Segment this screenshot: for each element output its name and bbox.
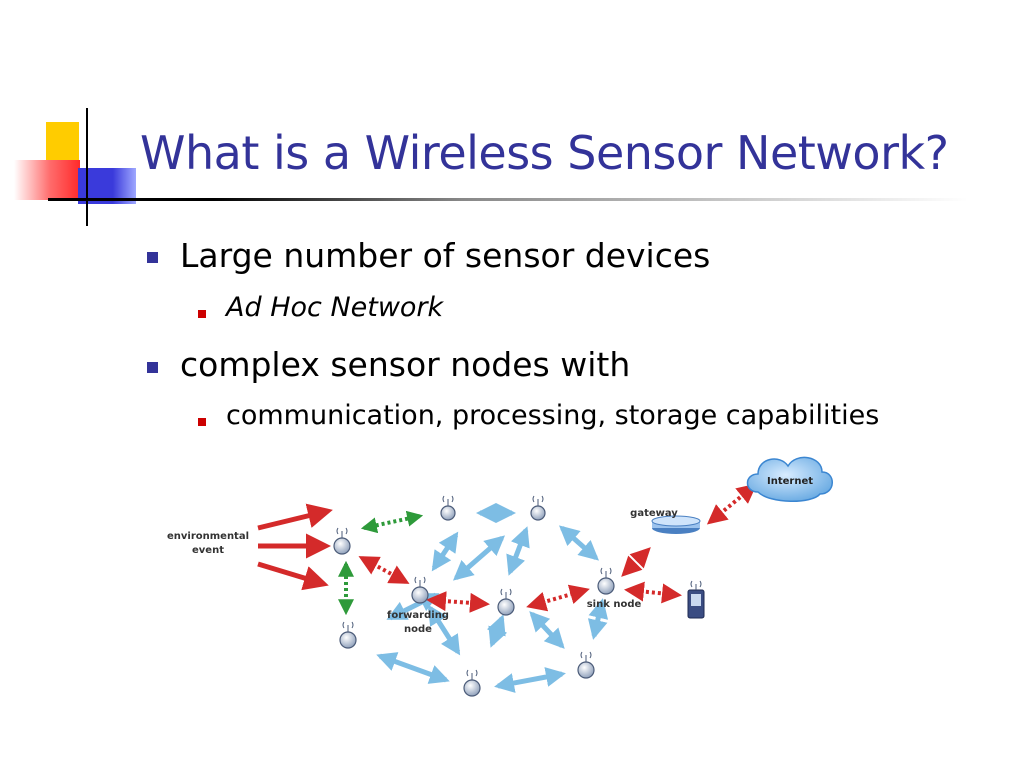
sub-bullet-text: Ad Hoc Network — [226, 292, 444, 323]
deco-yellow-square — [46, 122, 79, 162]
sensor-node — [463, 669, 481, 697]
slide-title: What is a Wireless Sensor Network? — [140, 126, 949, 180]
forwarding-node-label: forwarding — [387, 610, 449, 621]
sensor-node — [333, 527, 351, 555]
handheld-device — [687, 580, 705, 619]
sub-bullet-text: communication, processing, storage capab… — [226, 400, 880, 431]
sink-node-label: sink node — [587, 599, 642, 610]
forwarding-node — [411, 576, 429, 604]
sensor-node — [497, 588, 515, 616]
title-underline — [48, 198, 968, 201]
sensor-node — [530, 495, 546, 521]
environmental-event-label-2: event — [192, 545, 224, 556]
sensor-node — [339, 621, 357, 649]
sub-bullet-marker — [198, 310, 206, 318]
bullet-marker — [147, 252, 158, 263]
sink-node — [597, 567, 615, 595]
sensor-network-diagram: environmental event forwarding node sink… — [167, 456, 833, 697]
sensor-nodes — [333, 495, 615, 697]
environmental-event-label: environmental — [167, 531, 249, 542]
deco-red-gradient-bar — [14, 160, 80, 200]
internet-cloud — [746, 456, 833, 502]
deco-vertical-line — [86, 108, 88, 226]
event-arrows — [257, 503, 333, 591]
green-links — [338, 510, 424, 616]
gateway-device — [651, 515, 701, 534]
bullet-text: Large number of sensor devices — [180, 236, 711, 275]
gateway-label: gateway — [630, 508, 678, 519]
bullet-marker — [147, 362, 158, 373]
sensor-node — [577, 651, 595, 679]
bullet-text: complex sensor nodes with — [180, 345, 631, 384]
multi-hop-links — [376, 503, 609, 693]
gateway-links — [358, 483, 758, 613]
sensor-node — [440, 495, 456, 521]
forwarding-node-label-2: node — [404, 624, 432, 635]
sub-bullet-marker — [198, 418, 206, 426]
internet-label: Internet — [767, 476, 813, 487]
